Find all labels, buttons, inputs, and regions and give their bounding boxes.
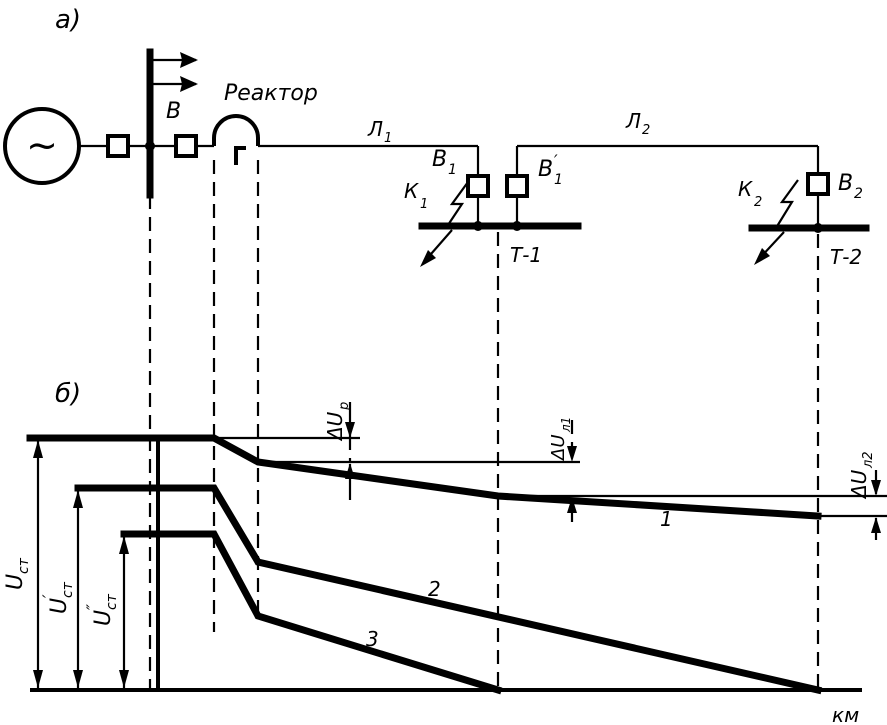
load-t1-arrow-head — [420, 250, 436, 267]
du-p-head-top — [345, 422, 355, 438]
curve-1-label: 1 — [660, 507, 673, 531]
b2-label: В — [838, 171, 853, 196]
line-l2-label: Л — [625, 109, 641, 133]
u2-prime: ′ — [39, 594, 58, 598]
du-l1-label-group: ΔU л1 — [548, 417, 573, 462]
du-l2-label-group: ΔU л2 — [847, 451, 876, 500]
t1-label: Т-1 — [510, 243, 542, 267]
breaker-b1p-icon — [505, 174, 529, 198]
du-l1-sub: л1 — [559, 417, 573, 433]
load-t2-arrow-head — [754, 248, 770, 265]
km-label: км — [832, 703, 859, 725]
curve-2-label: 2 — [428, 577, 441, 601]
line-l1-label: Л — [367, 117, 383, 141]
u2-sub: ст — [60, 581, 76, 598]
du-l1-head-top — [567, 446, 577, 462]
b1-sub: 1 — [448, 162, 457, 178]
du-p-sub: р — [337, 402, 352, 411]
line-l1-sub: 1 — [384, 131, 392, 146]
fault-k1-zigzag — [445, 181, 469, 229]
fault-k2-zigzag — [775, 179, 799, 229]
generator-symbol: ~ — [26, 123, 58, 167]
u2-arrow-bottom — [73, 670, 83, 688]
breaker-b1-icon — [466, 174, 490, 198]
breaker-b-icon — [174, 134, 198, 158]
feeder-arrow-1-head — [180, 52, 198, 68]
u2-label: U — [47, 598, 72, 614]
b1p-label: В — [538, 157, 553, 182]
feeder-arrow-2-head — [180, 76, 198, 92]
du-p-label: ΔU — [323, 411, 347, 442]
u1-label-group: U ст — [3, 557, 32, 590]
bus-node — [145, 141, 155, 151]
u2-arrow-top — [73, 490, 83, 508]
u1-arrow-bottom — [33, 670, 43, 688]
du-l1-label: ΔU — [548, 435, 569, 463]
b2-sub: 2 — [854, 186, 863, 202]
u3-arrow-top — [119, 536, 129, 554]
u1-sub: ст — [16, 557, 32, 574]
reactor-label: Реактор — [224, 81, 318, 106]
du-p-head-bottom — [345, 463, 355, 479]
u3-arrow-bottom — [119, 670, 129, 688]
bus-t2-node — [813, 223, 823, 233]
voltage-curve-1 — [26, 434, 822, 520]
gen-breaker-icon — [106, 134, 130, 158]
breaker-b-label: В — [166, 99, 181, 124]
du-l2-sub: л2 — [861, 451, 876, 469]
reactor-icon — [212, 114, 260, 165]
du-l2-head-bottom — [871, 517, 881, 533]
breaker-b2-icon — [806, 172, 830, 196]
k2-sub: 2 — [754, 195, 762, 210]
k1-sub: 1 — [420, 197, 428, 212]
u1-arrow-top — [33, 440, 43, 458]
voltage-curve-3 — [120, 530, 503, 695]
du-l2-head-top — [871, 480, 881, 496]
b1-label: В — [432, 147, 447, 172]
u1-label: U — [3, 574, 28, 590]
b1p-prime: ′ — [554, 151, 558, 170]
bus-t1-node-1 — [473, 221, 483, 231]
line-l2-sub: 2 — [642, 123, 650, 138]
k2-label: К — [738, 177, 753, 201]
du-l2-label: ΔU — [847, 469, 871, 500]
k1-label: К — [404, 179, 419, 203]
u3-prime: ″ — [83, 604, 102, 610]
b1p-sub: 1 — [554, 172, 563, 188]
voltage-curve-2 — [74, 484, 823, 695]
t2-label: Т-2 — [830, 245, 862, 269]
part-b-label: б) — [55, 379, 81, 409]
bus-t1-node-2 — [512, 221, 522, 231]
curve-3-label: 3 — [366, 627, 379, 651]
du-p-label-group: ΔU р — [323, 402, 352, 442]
du-l1-head-bottom — [567, 497, 577, 513]
u3-sub: ст — [104, 593, 120, 610]
u3-label-group: U ст ″ — [83, 593, 120, 626]
u3-label: U — [91, 610, 116, 626]
part-a-label: а) — [55, 5, 81, 35]
u2-label-group: U ст ′ — [39, 581, 76, 614]
